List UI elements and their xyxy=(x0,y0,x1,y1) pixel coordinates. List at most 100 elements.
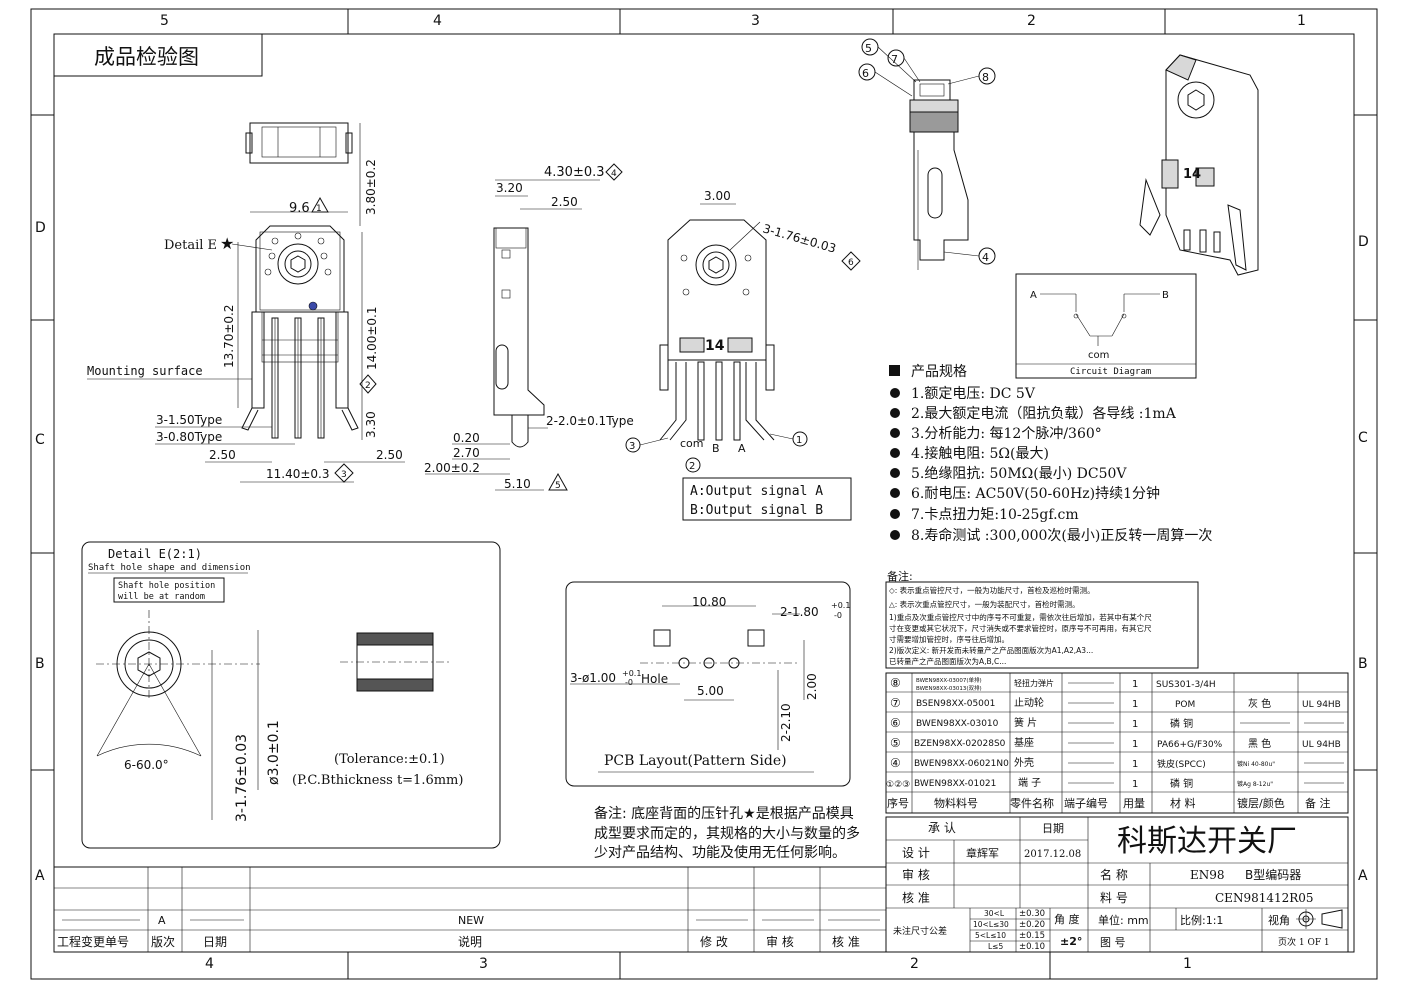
pcb-caption: PCB Layout(Pattern Side) xyxy=(604,753,787,769)
dim-left-edge: 2.50 xyxy=(209,448,236,462)
zone-label: 1 xyxy=(1297,13,1306,29)
bom-part: BWEN98XX-01021 xyxy=(914,779,996,789)
remark-line: 成型要求而定的，其规格的大小与数量的多 xyxy=(594,825,860,842)
dim-shaft-hole: 3-1.76±0.03 xyxy=(234,734,250,822)
bom-name: 簧 片 xyxy=(1014,716,1037,729)
dim-hole: 3-ø1.00 xyxy=(570,671,616,685)
dim-shaft: 3-1.76±0.03 xyxy=(761,221,837,255)
bom-header: 物料料号 xyxy=(934,796,978,810)
tb-product: EN98 xyxy=(1190,868,1225,882)
bom-header: 备 注 xyxy=(1305,796,1331,810)
tb-page: 页次 1 OF 1 xyxy=(1278,936,1330,948)
dim-tag: 1 xyxy=(316,204,322,214)
detail-e-title: Detail E(2:1) xyxy=(108,547,202,561)
svg-text:+0.1: +0.1 xyxy=(622,669,641,678)
bom-no: ①②③ xyxy=(886,780,910,790)
bom-header: 端子编号 xyxy=(1064,796,1108,810)
tb-date: 2017.12.08 xyxy=(1024,849,1081,860)
dim-5-10: 5.10 xyxy=(504,477,531,491)
dim-pin-type: 2-2.0±0.1Type xyxy=(546,414,634,428)
exploded-view: 5 7 6 8 4 xyxy=(858,38,996,270)
dim-width: 9.6 xyxy=(289,201,310,216)
callout-7: 7 xyxy=(891,53,898,66)
dim-2-70: 2.70 xyxy=(453,446,480,460)
circuit-diagram: A B com Circuit Diagram xyxy=(1015,273,1197,379)
detail-e-panel: Detail E(2:1) Shaft hole shape and dimen… xyxy=(81,541,501,849)
bom-qty: 1 xyxy=(1132,699,1138,710)
spec-item: 5.绝缘阻抗: 50MΩ(最小) DC50V xyxy=(911,466,1127,482)
row-label: A xyxy=(35,868,45,884)
tb-approve2: 核 准 xyxy=(902,891,930,905)
remark-line: 备注: 底座背面的压针孔★是根据产品模具 xyxy=(594,805,854,822)
notes-heading: 备注: xyxy=(887,569,913,583)
spec-item: 6.耐电压: AC50V(50-60Hz)持续1分钟 xyxy=(911,485,1160,502)
title-block: 承 认 日期 设 计 章辉军 2017.12.08 审 核 核 准 科斯达开关厂… xyxy=(885,816,1349,953)
bom-part: BSEN98XX-05001 xyxy=(916,699,995,709)
bom-header: 零件名称 xyxy=(1010,796,1054,810)
bom-no: ⑦ xyxy=(890,696,901,710)
revision-rev: A xyxy=(158,914,166,927)
note-line: 寸在变更或其它状况下，尺寸消失或不要求管控时，原序号不可再用，有其它尺 xyxy=(889,623,1152,633)
star-icon: ★ xyxy=(220,234,234,253)
tb-company: 科斯达开关厂 xyxy=(1117,824,1297,859)
dim-diameter: ø3.0±0.1 xyxy=(266,720,282,785)
bom-part: BWEN98XX-03010 xyxy=(916,719,999,729)
tb-name-label: 名 称 xyxy=(1100,867,1128,882)
bom-no: ④ xyxy=(890,756,901,770)
output-b-label: B:Output signal B xyxy=(690,503,823,518)
tb-part-label: 料 号 xyxy=(1100,891,1128,905)
bom-material: 磷 铜 xyxy=(1170,717,1193,730)
svg-text:-0: -0 xyxy=(834,611,842,620)
bom-rating: UL 94HB xyxy=(1302,740,1341,750)
dim-3-20: 3.20 xyxy=(496,181,523,195)
tol-value: ±0.15 xyxy=(1019,931,1045,941)
row-label: D xyxy=(35,220,46,236)
revision-header: 说明 xyxy=(458,934,482,949)
revision-header: 工程变更单号 xyxy=(57,934,129,949)
pcb-layout-panel: 10.80 2-1.80 +0.1 -0 3-ø1.00 +0.1 -0 Hol… xyxy=(565,581,851,787)
tb-part-no: CEN981412R05 xyxy=(1215,891,1314,905)
drawing-title-box: 成品检验图 xyxy=(53,33,263,77)
row-label: A xyxy=(1358,868,1368,884)
circuit-label-com: com xyxy=(1088,350,1109,361)
circuit-label-b: B xyxy=(1162,290,1169,301)
callout-4: 4 xyxy=(982,251,989,264)
revision-desc: NEW xyxy=(458,914,484,927)
tb-tol-title: 未注尺寸公差 xyxy=(893,925,947,937)
iso-body-mark: 14 xyxy=(1183,167,1201,182)
dim-2-00: 2.00 xyxy=(805,673,819,700)
tb-view-label: 视角 xyxy=(1268,913,1290,927)
dim-0-20: 0.20 xyxy=(453,431,480,445)
tb-product-desc: B型编码器 xyxy=(1245,867,1301,882)
tol-range: L≤5 xyxy=(988,942,1003,951)
bom-header: 序号 xyxy=(887,796,909,810)
tb-check: 审 核 xyxy=(902,867,930,882)
bom-color: 黑 色 xyxy=(1248,737,1271,750)
tb-drawing-no-label: 图 号 xyxy=(1100,936,1126,949)
bom-material: 铁皮(SPCC) xyxy=(1157,758,1206,770)
callout-2: 2 xyxy=(689,461,695,472)
bom-name: 止动轮 xyxy=(1014,696,1044,709)
bom-material: 磷 铜 xyxy=(1170,777,1193,790)
bom-qty: 1 xyxy=(1132,679,1138,690)
bom-name: 外壳 xyxy=(1014,756,1034,769)
note-line: △: 表示次重点管控尺寸，一般为装配尺寸，首检时需测。 xyxy=(889,599,1080,609)
zone-labels: 5 4 3 2 1 4 3 2 1 D C B A D C B A xyxy=(35,13,1369,972)
dim-right-height: 14.00±0.1 xyxy=(365,307,379,371)
tb-designer: 章辉军 xyxy=(966,846,999,860)
dim-angle: 6-60.0° xyxy=(124,758,169,772)
drawing-frame xyxy=(30,8,1378,980)
remark-line: 少对产品结构、功能及使用无任何影响。 xyxy=(594,844,846,861)
callout-5: 5 xyxy=(865,42,872,55)
revision-header: 修 改 xyxy=(700,934,728,949)
bom-material: POM xyxy=(1175,700,1195,710)
row-label: B xyxy=(1358,656,1368,672)
detail-e-subtitle: Shaft hole shape and dimension xyxy=(88,563,251,573)
note-line: 已转量产之产品图面版次为A,B,C... xyxy=(889,656,1006,666)
bom-name: 端 子 xyxy=(1018,776,1041,789)
detail-e-note: Shaft hole position xyxy=(118,581,215,591)
zone-label: 2 xyxy=(910,956,919,972)
bom-qty: 1 xyxy=(1132,779,1138,790)
bom-name: 基座 xyxy=(1014,736,1034,749)
spec-item: 4.接触电阻: 5Ω(最大) xyxy=(911,445,1049,462)
